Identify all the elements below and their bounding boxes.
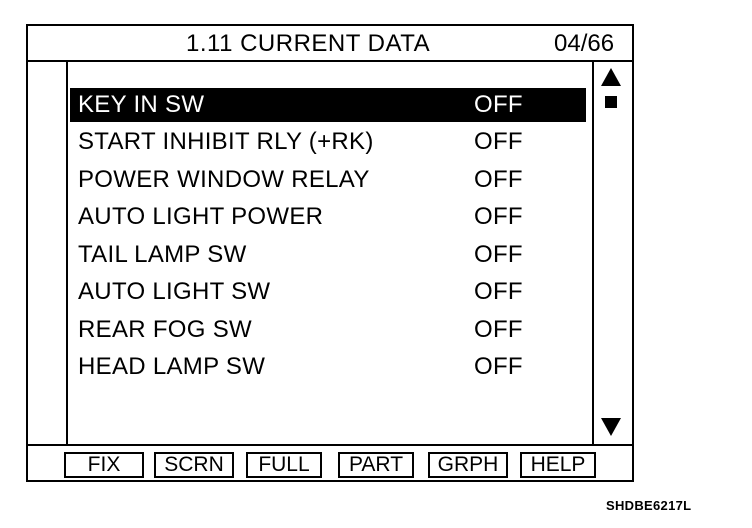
part-button[interactable]: PART [338,452,414,478]
data-list: KEY IN SW OFF START INHIBIT RLY (+RK) OF… [68,62,592,444]
figure-code: SHDBE6217L [606,498,692,513]
title-bar: 1.11 CURRENT DATA 04/66 [28,26,632,62]
left-gutter [28,62,68,444]
data-row-auto-light-sw[interactable]: AUTO LIGHT SW OFF [70,275,586,309]
data-row-head-lamp-sw[interactable]: HEAD LAMP SW OFF [70,350,586,384]
data-row-name: AUTO LIGHT POWER [78,203,324,230]
data-row-value: OFF [474,128,523,155]
page-counter: 04/66 [554,30,615,57]
data-row-power-window-relay[interactable]: POWER WINDOW RELAY OFF [70,163,586,197]
scrn-button[interactable]: SCRN [154,452,234,478]
full-button[interactable]: FULL [246,452,322,478]
data-row-value: OFF [474,353,523,380]
data-row-name: REAR FOG SW [78,316,252,343]
data-row-rear-fog-sw[interactable]: REAR FOG SW OFF [70,313,586,347]
data-row-value: OFF [474,203,523,230]
data-row-name: KEY IN SW [78,91,205,118]
help-button[interactable]: HELP [520,452,596,478]
square-icon[interactable] [605,96,617,108]
data-row-value: OFF [474,166,523,193]
function-key-bar: FIX SCRN FULL PART GRPH HELP [28,444,632,480]
data-row-key-in-sw[interactable]: KEY IN SW OFF [70,88,586,122]
triangle-up-icon[interactable] [601,68,621,86]
data-row-start-inhibit-rly[interactable]: START INHIBIT RLY (+RK) OFF [70,125,586,159]
data-row-tail-lamp-sw[interactable]: TAIL LAMP SW OFF [70,238,586,272]
data-row-name: HEAD LAMP SW [78,353,266,380]
data-row-value: OFF [474,316,523,343]
data-row-auto-light-power[interactable]: AUTO LIGHT POWER OFF [70,200,586,234]
data-row-name: POWER WINDOW RELAY [78,166,370,193]
fix-button[interactable]: FIX [64,452,144,478]
triangle-down-icon[interactable] [601,418,621,436]
data-row-value: OFF [474,278,523,305]
data-row-value: OFF [474,241,523,268]
data-row-value: OFF [474,91,523,118]
data-row-name: TAIL LAMP SW [78,241,247,268]
screen-title: 1.11 CURRENT DATA [186,30,431,57]
data-row-name: AUTO LIGHT SW [78,278,271,305]
grph-button[interactable]: GRPH [428,452,508,478]
scan-tool-screen: 1.11 CURRENT DATA 04/66 KEY IN SW OFF ST… [26,24,634,482]
scrollbar[interactable] [592,62,632,444]
data-row-name: START INHIBIT RLY (+RK) [78,128,374,155]
